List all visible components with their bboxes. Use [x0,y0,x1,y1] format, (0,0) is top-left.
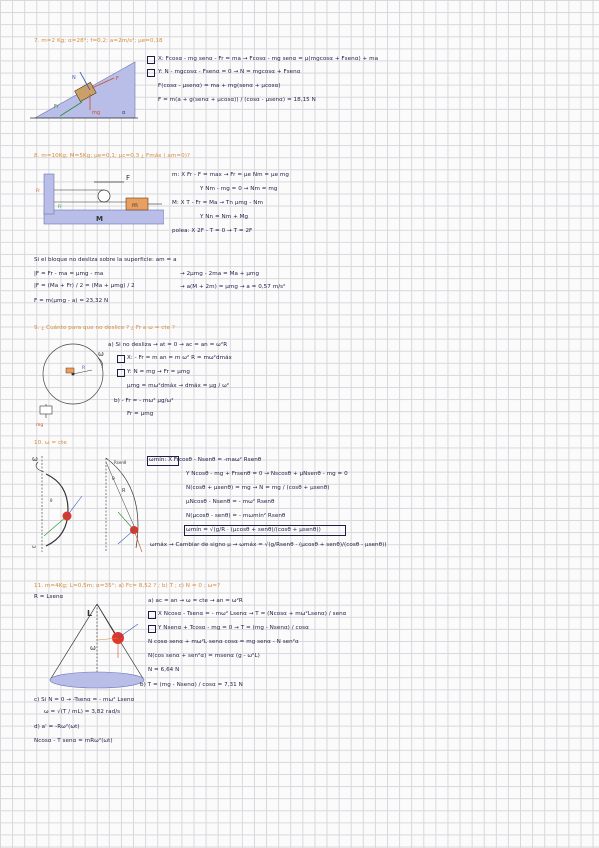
p10-theta-label-1: θ [50,498,53,503]
p11-L-label: L [87,609,92,618]
p11-line-6: N = 6,64 N [148,667,180,673]
p11-more-2: ω = √(T / mL) = 3,82 rad/s [44,709,121,715]
p8-line-2: Y Nm - mg = 0 → Nm = mg [200,186,278,192]
p7-n-label: N [72,75,76,81]
p10-omega-label-1: ω [32,455,38,463]
p11-x-checkbox [148,611,156,619]
p9-line-5: b) - Fr = - mω² μg/ω² [114,398,174,404]
problem-11-heading: 11. m=4Kg; L=0,5m; α=35°; a) Fc= 8,52 ? … [34,583,221,589]
problem-9-disk-figure: ω R mg [28,340,118,430]
p10-omega-min-result-box [184,525,346,536]
p7-line-2: Y: N - mgcosα - Fsenα = 0 → N = mgcosα +… [158,69,301,75]
p10-line-4: μNcosθ - Nsenθ = - mω² Rsenθ [186,499,275,505]
problem-7-heading: 7. m=2 Kg; α=28°; f=0,2; a=2m/s²; μe=0,1… [34,38,163,44]
p11-omega-label: ω [90,644,96,652]
p10-theta-label-2: θ [112,476,115,482]
p8-para-4: → 2μmg - 2ma = Ma + μmg [180,271,260,277]
p7-angle-label: α [122,110,126,116]
p9-line-4: μmg = mω²dmáx → dmáx = μg / ω² [127,383,230,389]
p10-R-label: R [122,488,126,494]
p8-line-4: Y Nn = Nm + Mg [200,214,249,220]
problem-10-heading: 10. ω = cte [34,440,67,446]
p9-omega-label: ω [98,350,104,358]
p11-line-2: X Ncosα - Tsenα = - mω² Lsenα → T = (Nco… [158,611,347,617]
p10-omega-min-box [147,456,179,466]
p10-line-7: ωmáx → Cambiar de signo μ → ωmáx = √(g/R… [150,542,387,548]
p9-line-6: Fr = μmg [127,411,154,417]
p8-F-label: F [126,174,130,182]
p10-rsen-label: Rsenθ [114,460,127,465]
p9-line-3: Y: N = mg → Fr = μmg [127,369,190,375]
p8-line-1: m: X Fr - F = max → Fr = μe Nm = μe mg [172,172,289,178]
p11-y-checkbox [148,625,156,633]
p7-force-label: F [116,76,119,82]
p8-M-label: M [96,215,103,223]
p8-para-5: → a(M + 2m) = μmg → a = 0,57 m/s² [180,284,286,290]
p10-line-6: ωmín = √(g/R · (μcosθ + senθ)/(cosθ + μs… [186,527,321,533]
p9-line-2: X: - Fr = m an = m ω² R = mω²dmáx [127,355,232,361]
p11-line-7: b) T = (mg - Nsenα) / cosα = 7,31 N [140,682,243,688]
problem-8-heading: 8. m=10Kg; M=5Kg; μe=0,1; μc=0,3 ¿ Fmáx … [34,153,191,159]
p7-fr-label: Fr [54,104,60,110]
p8-fr-label: Fr [36,188,40,194]
p7-line-1: X: Fcosα - mg senα - Fr = ma → Fcosα - m… [158,56,379,62]
problem-10-bowl-figure: ω θ Rsenθ R θ ω [30,452,148,557]
p10-line-3: N(cosθ + μsenθ) = mg → N = mg / (cosθ + … [186,485,330,491]
p8-para-2: |F = Fr - ma = μmg - ma [34,271,104,277]
p11-more-4: Ncosα - T senα = mRω²(ωt) [34,738,113,744]
p8-m-label: m [132,202,138,209]
p9-mass-label: mg [36,423,43,428]
p8-ff-label: Fr [58,204,62,210]
problem-9-heading: 9. ¿ Cuánto para que no deslice ? ¿ Fr a… [34,325,176,331]
p8-para-6: F = m(μmg - a) = 23,32 N [34,298,109,304]
problem-8-block-figure: m M F Fr Fr [34,166,164,226]
p11-line-5: N(cos senα + sen²α) = msenα (g - ω²L) [148,653,260,659]
p8-line-5: polea: X 2F - T = 0 → T = 2F [172,228,253,234]
p9-line-1: a) Si no desliza → at = 0 → ac = an = ω²… [108,342,228,348]
p8-line-3: M: X T - Fr = Ma → Tn μmg - Nm [172,200,263,206]
p10-line-2: Y Ncosθ - mg + Frsenθ = 0 → Nscosθ + μNs… [186,471,348,477]
p10-line-1: ωmín: X Frcosθ - Nsenθ = -maω² Rsenθ [149,457,262,463]
p9-r-label: R [82,365,85,371]
p7-line-4: F = m(a + g(senα + μcosα)) / (cosα - μse… [158,97,316,103]
p10-line-5: N(μcosθ - senθ) = - mωmín² Rsenθ [186,513,286,519]
y-axis-checkbox [147,69,155,77]
problem-7-incline-figure: N F Fr mg α [30,50,140,125]
p8-para-1: Si el bloque no desliza sobre la superfi… [34,257,177,263]
p11-line-4: N cosα senα + mω²L senα cosα = mg senα -… [148,639,299,645]
p9-x-checkbox [117,355,125,363]
p8-para-3: |F = (Ma + Fr) / 2 = (Ma + μmg) / 2 [34,283,135,289]
p7-weight-label: mg [92,110,100,116]
p9-y-checkbox [117,369,125,377]
p11-line-1: a) ac = an → ω = cte → an = ω²R [148,598,243,604]
p11-more-1: c) Si N = 0 → -Tsenα = - mω² Lsenα [34,697,135,703]
p11-more-3: d) a' = -Rω²(ωt) [34,724,80,730]
p11-sub: R = Lsenα [34,594,64,600]
problem-11-cone-figure: L ω [32,600,157,692]
p7-line-3: F(cosα - μsenα) = ma + mg(senα + μcosα) [158,83,281,89]
p11-line-3: Y Nsenα + Tcosα - mg = 0 → T = (mg - Nse… [158,625,309,631]
p10-omega-label-2: ω [32,545,36,550]
x-axis-checkbox [147,56,155,64]
